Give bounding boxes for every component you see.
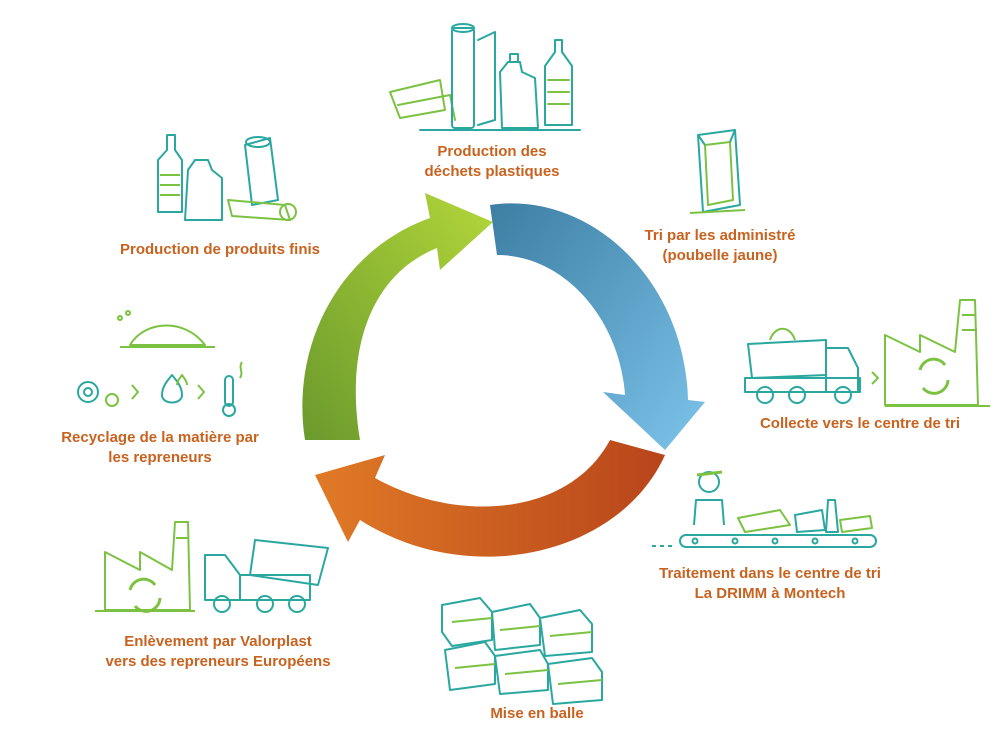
label-mise-en-balle: Mise en balle <box>490 705 584 722</box>
label-production-dechets: Production des déchets plastiques <box>424 143 560 180</box>
bales-icon <box>441 597 603 705</box>
label-collecte: Collecte vers le centre de tri <box>759 415 961 432</box>
plastic-waste-icon <box>389 23 581 131</box>
arrow-green <box>302 193 493 440</box>
recycling-process-icon <box>77 310 243 417</box>
label-recyclage: Recyclage de la matière par les repreneu… <box>61 429 259 466</box>
factory-to-truck-icon <box>95 521 329 613</box>
truck-to-factory-icon <box>744 299 990 407</box>
sorting-conveyor-icon <box>652 470 877 548</box>
yellow-bin-bag-icon <box>689 129 746 214</box>
label-traitement: Traitement dans le centre de tri La DRIM… <box>659 565 881 602</box>
arrow-blue <box>490 203 705 450</box>
label-production-produits: Production de produits finis <box>120 241 320 258</box>
arrow-orange <box>315 440 665 557</box>
label-enlevement: Enlèvement par Valorplast vers des repre… <box>105 633 331 670</box>
finished-products-icon <box>157 134 297 221</box>
cycle-arrows <box>302 193 705 557</box>
label-tri-administre: Tri par les administré (poubelle jaune) <box>644 227 796 264</box>
